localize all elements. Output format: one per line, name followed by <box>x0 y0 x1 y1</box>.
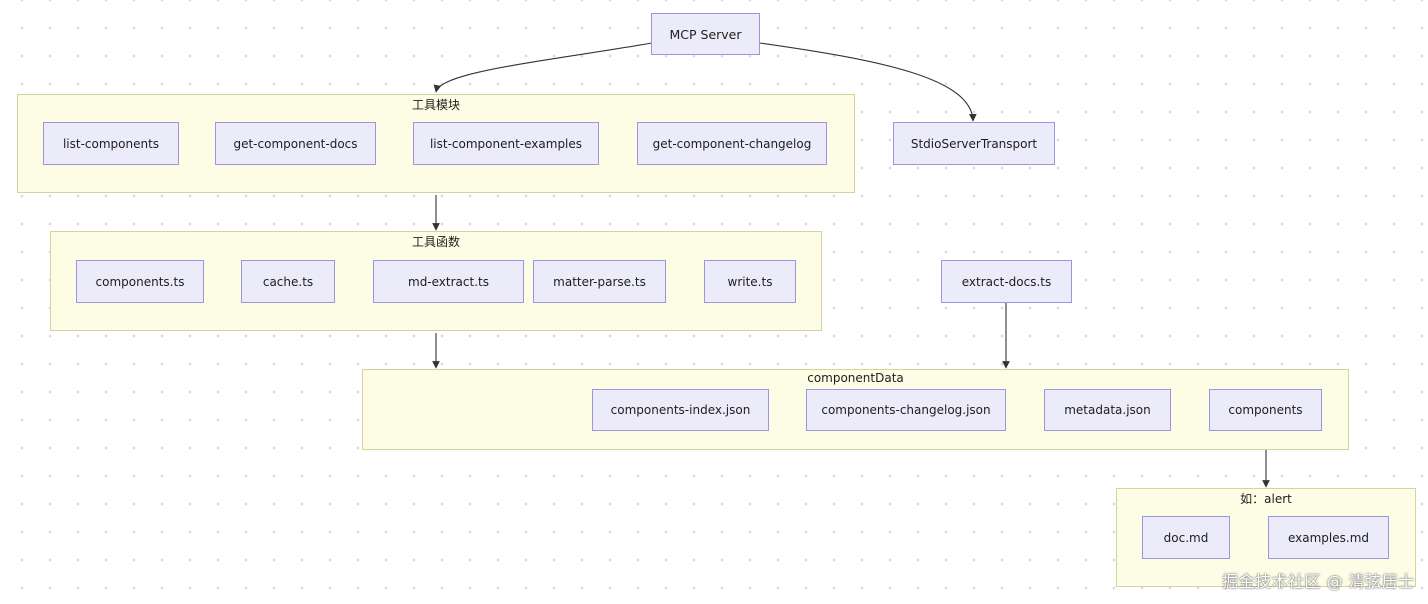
components-index-json-node: components-index.json <box>592 389 769 431</box>
doc-md-node: doc.md <box>1142 516 1230 559</box>
matter-parse-ts-node: matter-parse.ts <box>533 260 666 303</box>
component-data-group-title: componentData <box>807 371 904 385</box>
stdio-server-transport-node: StdioServerTransport <box>893 122 1055 165</box>
list-component-examples-node: list-component-examples <box>413 122 599 165</box>
cache-ts-node: cache.ts <box>241 260 335 303</box>
write-ts-node: write.ts <box>704 260 796 303</box>
mcp-server-node: MCP Server <box>651 13 760 55</box>
components-ts-node: components.ts <box>76 260 204 303</box>
list-components-node: list-components <box>43 122 179 165</box>
get-component-changelog-node: get-component-changelog <box>637 122 827 165</box>
utils-group-title: 工具函数 <box>411 235 460 249</box>
examples-md-node: examples.md <box>1268 516 1389 559</box>
components-node: components <box>1209 389 1322 431</box>
watermark: 掘金技术社区 @ 清弦居士 <box>1222 572 1415 591</box>
edge-server-to-tools <box>433 42 653 93</box>
components-changelog-json-node: components-changelog.json <box>806 389 1006 431</box>
md-extract-ts-node: md-extract.ts <box>373 260 524 303</box>
example-group-title: 如：alert <box>1240 492 1292 506</box>
get-component-docs-node: get-component-docs <box>215 122 376 165</box>
metadata-json-node: metadata.json <box>1044 389 1171 431</box>
tools-group-title: 工具模块 <box>411 98 460 112</box>
extract-docs-ts-node: extract-docs.ts <box>941 260 1072 303</box>
